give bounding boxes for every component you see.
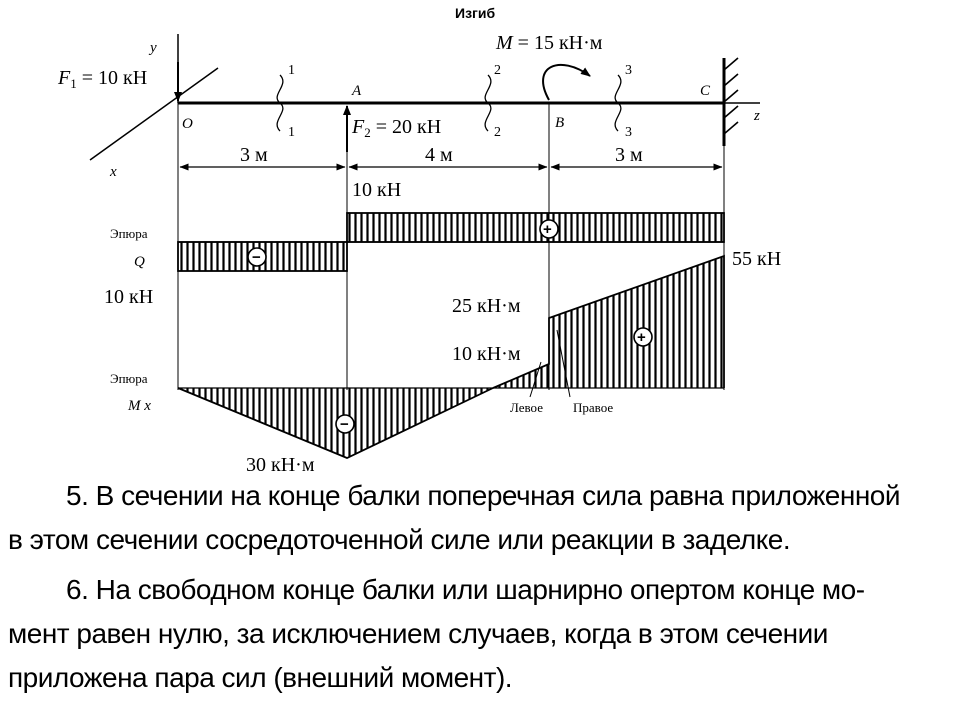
shear-value-top: 10 кН [352, 179, 401, 201]
x-axis [89, 67, 219, 161]
paragraph-6-line-2: мент равен нулю, за исключением случаев,… [8, 618, 828, 649]
moment-positive-outline [492, 254, 725, 389]
moment-negative-sign-circle [335, 414, 355, 434]
svg-text:3: 3 [625, 125, 632, 140]
force-f2-label: F2 = 20 кН [351, 116, 441, 140]
moment-value-end: 55 кН [732, 248, 781, 270]
moment-value-left-b: 10 кН·м [452, 343, 521, 365]
svg-text:3: 3 [625, 63, 632, 78]
shear-positive-region [346, 212, 725, 243]
moment-left-caption: Левое [510, 400, 543, 415]
right-caption-leader [556, 329, 571, 398]
shear-label-line1: Эпюра [110, 226, 148, 241]
dimension-ab-label: 4 м [425, 144, 453, 166]
moment-right-caption: Правое [573, 400, 613, 415]
point-c-label: C [700, 83, 711, 99]
beam-bending-diagram: Изгиб y x z F1 = 10 кН F2 = 20 кН M = 15… [57, 5, 781, 476]
moment-negative-outline [177, 387, 494, 459]
text-block: 5. В сечении на конце балки поперечная с… [0, 478, 960, 720]
dimension-oa-label: 3 м [240, 144, 268, 166]
shear-positive-sign: + [543, 221, 552, 238]
moment-arrow [542, 63, 591, 101]
y-axis-label: y [148, 40, 157, 56]
moment-positive-region-right [549, 256, 724, 388]
paragraph-5-line-1: 5. В сечении на конце балки поперечная с… [66, 480, 901, 511]
shear-label-line2: Q [134, 254, 145, 270]
x-axis-label: x [109, 164, 117, 180]
moment-negative-sign: − [340, 416, 349, 433]
moment-label-line1: Эпюра [110, 371, 148, 386]
fixed-support [722, 57, 739, 146]
section-marker-2: 2 2 [484, 63, 501, 140]
point-a-label: A [351, 83, 362, 99]
left-caption-leader [529, 361, 542, 398]
moment-positive-sign: + [637, 329, 646, 346]
section-marker-1: 1 1 [276, 63, 295, 140]
svg-text:2: 2 [494, 125, 501, 140]
paragraph-6-line-3: приложена пара сил (внешний момент). [8, 662, 513, 693]
z-axis-label: z [753, 108, 760, 124]
shear-negative-sign-circle [247, 247, 267, 267]
moment-positive-sign-circle [633, 327, 653, 347]
shear-positive-sign-circle [539, 219, 559, 239]
svg-text:1: 1 [288, 63, 295, 78]
svg-text:1: 1 [288, 125, 295, 140]
svg-text:2: 2 [494, 63, 501, 78]
moment-label: M = 15 кН·м [495, 32, 603, 54]
diagram-title: Изгиб [455, 5, 495, 21]
point-o-label: O [182, 116, 193, 132]
moment-value-right-b: 25 кН·м [452, 295, 521, 317]
point-b-label: B [555, 115, 564, 131]
shear-negative-sign: − [252, 249, 261, 266]
moment-label-line2: M x [127, 398, 151, 414]
shear-value-left: 10 кН [104, 286, 153, 308]
moment-value-min: 30 кН·м [246, 454, 315, 476]
force-f1-label: F1 = 10 кН [57, 67, 147, 91]
paragraph-5-line-2: в этом сечении сосредоточенной силе или … [8, 524, 791, 555]
section-marker-3: 3 3 [614, 63, 632, 140]
dimension-bc-label: 3 м [615, 144, 643, 166]
paragraph-6-line-1: 6. На свободном конце балки или шарнирно… [66, 574, 865, 605]
